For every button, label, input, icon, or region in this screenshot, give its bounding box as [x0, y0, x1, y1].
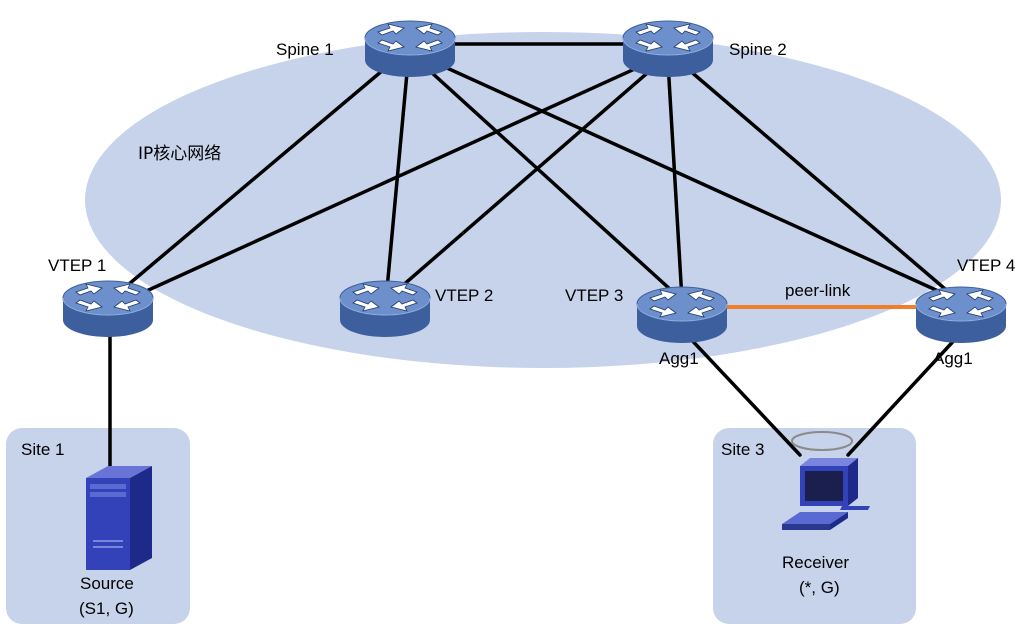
link-spine2-vtep4	[673, 56, 960, 302]
link-spine1-vtep4	[423, 56, 960, 302]
receiver-group-label: (*, G)	[799, 578, 840, 597]
receiver-label: Receiver	[782, 553, 849, 572]
site3-label: Site 3	[721, 440, 764, 459]
vtep2-label: VTEP 2	[435, 286, 493, 305]
aggregation-ring	[791, 431, 853, 451]
link-spine2-vtep2	[384, 60, 662, 302]
spine2-label: Spine 2	[729, 40, 787, 59]
vtep3-agg-label: Agg1	[659, 349, 699, 368]
vtep2-router-icon	[339, 280, 431, 338]
spine1-router-icon	[364, 20, 456, 78]
source-label: Source	[80, 574, 134, 593]
link-vtep3-receiver	[684, 332, 802, 457]
source-group-label: (S1, G)	[79, 599, 134, 618]
site1-label: Site 1	[21, 440, 64, 459]
ip-core-network-area	[85, 32, 1001, 368]
vtep4-label: VTEP 4	[957, 256, 1015, 275]
link-spine2-vtep1	[118, 60, 652, 305]
link-vtep4-receiver	[846, 332, 962, 457]
link-spine1-vtep1	[108, 58, 397, 302]
vtep3-label: VTEP 3	[565, 286, 623, 305]
link-spine1-vtep3	[418, 60, 684, 302]
vtep4-router-icon	[915, 286, 1007, 344]
vtep4-agg-label: Agg1	[933, 349, 973, 368]
fabric-links	[108, 42, 962, 480]
peer-link-label: peer-link	[785, 281, 851, 300]
receiver-pc-icon	[782, 458, 870, 530]
source-server-icon	[86, 466, 152, 570]
spine1-label: Spine 1	[276, 40, 334, 59]
vtep1-label: VTEP 1	[48, 256, 106, 275]
vtep1-router-icon	[62, 280, 154, 338]
core-network-label: IP核心网络	[138, 144, 221, 164]
link-spine2-vtep3	[666, 60, 684, 302]
spine2-router-icon	[622, 20, 714, 78]
vtep3-router-icon	[636, 286, 728, 344]
link-spine1-vtep2	[384, 60, 410, 302]
